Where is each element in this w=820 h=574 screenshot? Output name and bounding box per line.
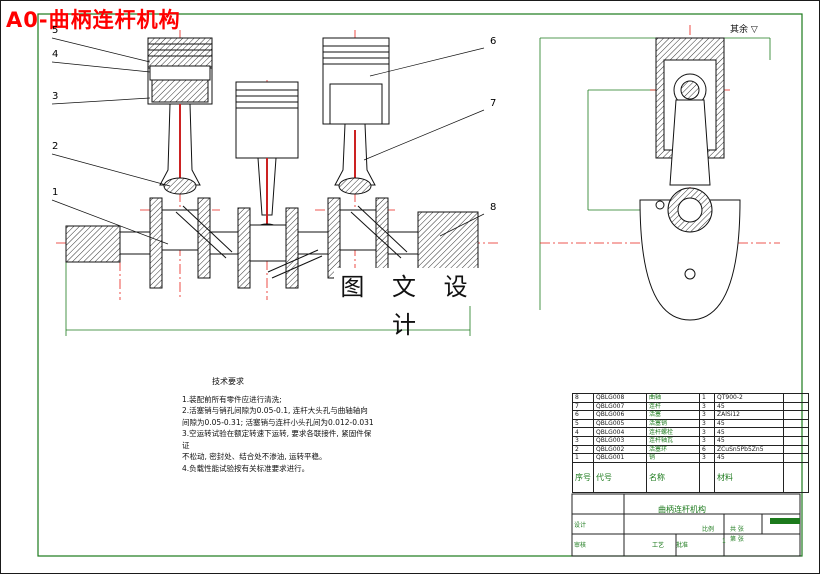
- watermark-text: 图 文 设 计: [334, 268, 484, 339]
- roughness-symbol-icon: ▽: [750, 25, 758, 35]
- sheet-count-label: 共 张: [730, 526, 744, 533]
- callout-6: 6: [490, 36, 497, 47]
- approval-label: 批准: [676, 542, 689, 549]
- scale-value: 1: [722, 538, 726, 545]
- callout-5: 5: [52, 25, 59, 36]
- tech-line: 4.负载性能试验按有关标准要求进行。: [182, 463, 310, 473]
- tech-line: 1.装配前所有零件应进行清洗;: [182, 394, 282, 404]
- reviewer-label: 审核: [574, 542, 587, 549]
- left-view: [65, 37, 479, 289]
- sheet-number-label: 第 张: [730, 536, 744, 543]
- tech-title: 技术要求: [212, 377, 244, 386]
- callout-4: 4: [52, 49, 59, 60]
- scale-label: 比例: [702, 526, 715, 533]
- technical-requirements: 技术要求 1.装配前所有零件应进行清洗; 2.活塞销与销孔间隙为0.05-0.1…: [182, 376, 562, 474]
- designer-label: 设计: [574, 522, 587, 529]
- callout-3: 3: [52, 91, 59, 102]
- right-view: [639, 37, 741, 321]
- drawing-name: 曲柄连杆机构: [658, 505, 706, 514]
- callout-2: 2: [52, 141, 59, 152]
- title-block-mark: [770, 518, 800, 524]
- callout-8: 8: [490, 202, 497, 213]
- bom-header-row: 序号代号名称材料: [572, 461, 809, 493]
- process-label: 工艺: [652, 542, 665, 549]
- inner-border: [37, 13, 803, 557]
- roughness-note: 其余 ▽: [730, 22, 758, 35]
- roughness-label: 其余: [730, 25, 749, 35]
- title-block: 曲柄连杆机构 比例 1 共 张 第 张 设计 审核 工艺 批准: [572, 494, 800, 556]
- tech-line: 3.空运转试验在额定转速下运转, 要求各联接件, 紧固件保: [182, 429, 372, 438]
- drawing-title: A0-曲柄连杆机构: [6, 8, 181, 32]
- leader-lines: [51, 37, 485, 245]
- tech-line: 不松动, 密封处、结合处不渗油, 运转平稳。: [182, 452, 327, 461]
- tech-line: 2.活塞销与销孔间隙为0.05-0.1, 连杆大头孔与曲轴轴向: [182, 406, 368, 415]
- tech-line: 证: [182, 440, 190, 450]
- callout-1: 1: [52, 187, 59, 198]
- tech-line: 间隙为0.05-0.31; 活塞销与连杆小头孔间为0.012-0.031: [182, 417, 374, 427]
- title-block-lines: [571, 493, 801, 557]
- callout-7: 7: [490, 98, 497, 109]
